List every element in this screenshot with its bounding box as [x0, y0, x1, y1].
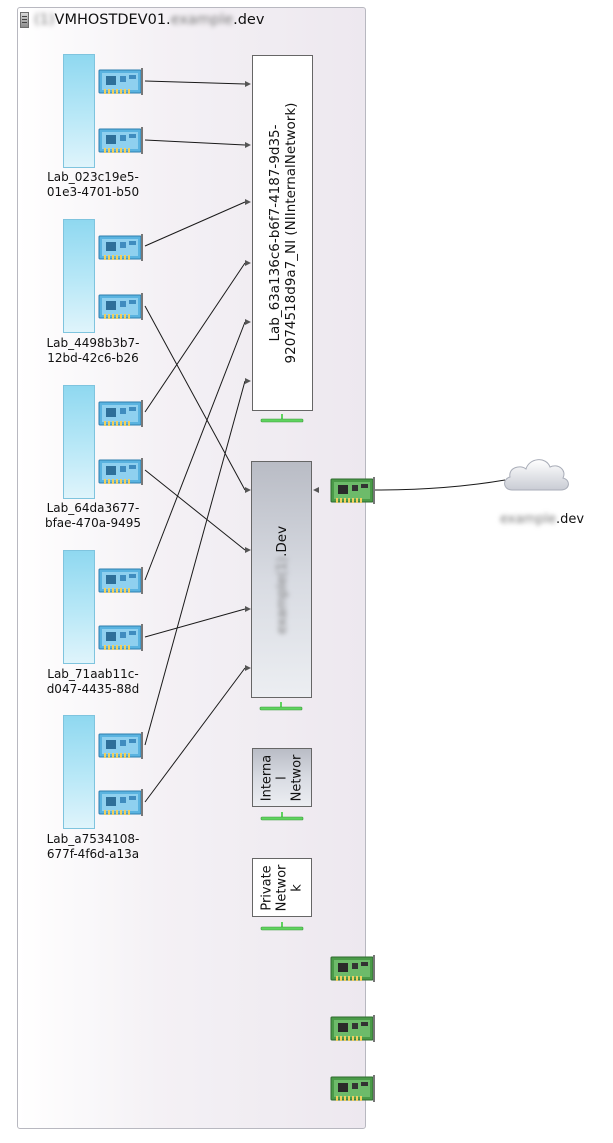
- cloud-label-hidden: example: [500, 512, 556, 527]
- vm-name-line1: Lab_a7534108-: [46, 832, 140, 846]
- vm-box[interactable]: [63, 715, 95, 829]
- vm-name-line1: Lab_64da3677-: [46, 501, 140, 515]
- connection-line: [144, 667, 246, 803]
- switch-label-line2: 92074518d9a7_NI (NIInternalNetwork): [282, 102, 299, 364]
- vm-box[interactable]: [63, 550, 95, 664]
- arrow-head: [245, 199, 251, 205]
- connection-line: [144, 321, 246, 581]
- virtual-nic-icon[interactable]: [98, 233, 144, 262]
- switch-external[interactable]: example(1) .Dev: [251, 461, 312, 698]
- server-icon: [20, 12, 29, 28]
- virtual-nic-icon[interactable]: [98, 457, 144, 486]
- uplink-line: [374, 479, 506, 491]
- host-title-suffix: .dev: [233, 12, 265, 28]
- switch-label-line3: Networ: [289, 754, 305, 801]
- virtual-nic-icon[interactable]: [98, 292, 144, 321]
- virtual-nic-icon[interactable]: [98, 126, 144, 155]
- switch-label-line2: Networ: [274, 864, 290, 911]
- vm-box[interactable]: [63, 385, 95, 499]
- connection-line: [144, 380, 246, 746]
- host-title-hidden: (1): [34, 12, 55, 28]
- arrow-head: [245, 487, 251, 493]
- switch-internal-network[interactable]: Interna l Networ: [252, 748, 312, 807]
- arrow-head: [245, 81, 251, 87]
- vm-name-line1: Lab_4498b3b7-: [46, 336, 140, 350]
- switch-port-icon: [259, 414, 305, 424]
- arrow-head: [313, 487, 319, 493]
- physical-nic-icon[interactable]: [330, 476, 376, 505]
- physical-nic-icon[interactable]: [330, 1014, 376, 1043]
- physical-nic-icon[interactable]: [330, 1074, 376, 1103]
- vm-label: Lab_4498b3b7- 12bd-42c6-b26: [28, 336, 158, 366]
- physical-nic-icon[interactable]: [330, 954, 376, 983]
- vm-box[interactable]: [63, 219, 95, 333]
- switch-label-line1: Lab_63a136c6-b6f7-4187-9d35-: [266, 124, 283, 342]
- connection-line: [144, 262, 246, 413]
- virtual-nic-icon[interactable]: [98, 399, 144, 428]
- switch-label: Lab_63a136c6-b6f7-4187-9d35- 92074518d9a…: [267, 103, 299, 364]
- switch-label: Private Networ k: [260, 864, 305, 911]
- connection-line: [144, 139, 246, 146]
- switch-internal-lab[interactable]: Lab_63a136c6-b6f7-4187-9d35- 92074518d9a…: [252, 55, 313, 411]
- cloud-icon[interactable]: [500, 450, 572, 498]
- switch-label-hidden: example(1): [273, 556, 290, 634]
- arrow-head: [245, 142, 251, 148]
- vm-name-line2: 01e3-4701-b50: [46, 185, 140, 199]
- host-title: (1) VMHOSTDEV01. example .dev: [34, 10, 264, 30]
- switch-label: example(1) .Dev: [274, 525, 290, 633]
- host-title-name: VMHOSTDEV01.: [54, 12, 171, 28]
- vm-name-line2: 677f-4f6d-a13a: [46, 847, 140, 861]
- vm-box[interactable]: [63, 54, 95, 168]
- vm-label: Lab_64da3677- bfae-470a-9495: [28, 501, 158, 531]
- virtual-nic-icon[interactable]: [98, 67, 144, 96]
- cloud-label: example .dev: [500, 512, 584, 527]
- vm-name-line2: d047-4435-88d: [46, 682, 140, 696]
- switch-private-network[interactable]: Private Networ k: [252, 858, 312, 917]
- connection-line: [144, 469, 246, 551]
- switch-label-line3: k: [289, 883, 305, 892]
- vm-name-line1: Lab_71aab11c-: [47, 667, 139, 681]
- connection-line: [144, 80, 246, 85]
- switch-label: Interna l Networ: [260, 754, 305, 801]
- cloud-label-suffix: .dev: [555, 512, 585, 527]
- host-title-hidden-domain: example: [170, 12, 234, 28]
- vm-label: Lab_a7534108- 677f-4f6d-a13a: [28, 832, 158, 862]
- virtual-nic-icon[interactable]: [98, 566, 144, 595]
- arrow-head: [245, 378, 251, 384]
- switch-port-icon: [259, 812, 305, 822]
- switch-label-suffix: .Dev: [273, 525, 290, 557]
- switch-port-icon: [259, 922, 305, 932]
- arrow-head: [245, 319, 251, 325]
- arrow-head: [245, 665, 251, 671]
- vm-name-line1: Lab_023c19e5-: [47, 170, 139, 184]
- switch-label-line1: Interna: [259, 754, 275, 801]
- vm-label: Lab_71aab11c- d047-4435-88d: [28, 667, 158, 697]
- arrow-head: [245, 260, 251, 266]
- switch-label-line2: l: [274, 775, 290, 780]
- arrow-head: [245, 547, 251, 553]
- connection-line: [144, 608, 246, 638]
- virtual-nic-icon[interactable]: [98, 731, 144, 760]
- connection-line: [144, 201, 246, 247]
- virtual-nic-icon[interactable]: [98, 788, 144, 817]
- switch-port-icon: [258, 702, 304, 712]
- vm-label: Lab_023c19e5- 01e3-4701-b50: [28, 170, 158, 200]
- arrow-head: [245, 606, 251, 612]
- connection-line: [144, 305, 246, 491]
- switch-label-line1: Private: [259, 864, 275, 911]
- virtual-nic-icon[interactable]: [98, 623, 144, 652]
- vm-name-line2: bfae-470a-9495: [44, 516, 142, 530]
- vm-name-line2: 12bd-42c6-b26: [47, 351, 139, 365]
